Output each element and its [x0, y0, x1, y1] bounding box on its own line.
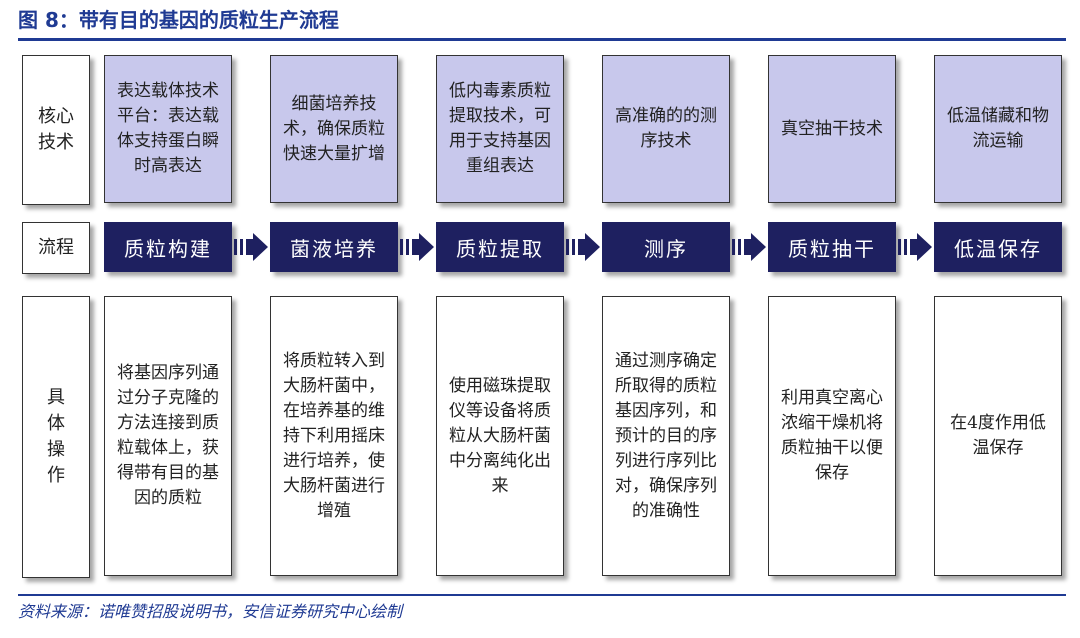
flow-label-6: 低温保存: [954, 236, 1042, 261]
flow-label-1: 质粒构建: [124, 236, 212, 261]
operation-text-3: 使用磁珠提取仪等设备将质粒从大肠杆菌中分离纯化出来: [449, 375, 551, 496]
tech-box-2: 细菌培养技术，确保质粒快速大量扩增: [270, 55, 398, 203]
tech-box-4: 高准确的的测序技术: [602, 55, 730, 203]
flow-step-4: 测序: [602, 222, 730, 272]
tech-text-6: 低温储藏和物流运输: [947, 106, 1049, 151]
top-divider: [18, 38, 1066, 41]
flow-arrow-icon: [898, 233, 932, 261]
flow-arrow-icon: [400, 233, 434, 261]
tech-box-3: 低内毒素质粒提取技术，可用于支持基因重组表达: [436, 55, 564, 203]
flow-arrow-icon: [566, 233, 600, 261]
flow-step-2: 菌液培养: [270, 222, 398, 272]
tech-box-1: 表达载体技术平台：表达载体支持蛋白瞬时高表达: [104, 55, 232, 203]
tech-box-5: 真空抽干技术: [768, 55, 896, 203]
operation-text-4: 通过测序确定所取得的质粒基因序列，和预计的目的序列进行序列比对，确保序列的准确性: [615, 350, 717, 521]
flow-step-1: 质粒构建: [104, 222, 232, 272]
row-label-operations: 具体操作: [22, 296, 90, 578]
figure-title: 图 8：带有目的基因的质粒生产流程: [18, 8, 339, 32]
flow-step-3: 质粒提取: [436, 222, 564, 272]
tech-text-3: 低内毒素质粒提取技术，可用于支持基因重组表达: [449, 81, 551, 176]
row-label-flow: 流程: [22, 222, 90, 274]
row-label-operations-text: 具体操作: [47, 387, 65, 486]
tech-text-1: 表达载体技术平台：表达载体支持蛋白瞬时高表达: [117, 81, 219, 176]
operation-box-3: 使用磁珠提取仪等设备将质粒从大肠杆菌中分离纯化出来: [436, 296, 564, 576]
source-note: 资料来源：诺唯赞招股说明书，安信证券研究中心绘制: [18, 602, 403, 621]
flow-step-6: 低温保存: [934, 222, 1062, 272]
operation-text-1: 将基因序列通过分子克隆的方法连接到质粒载体上，获得带有目的基因的质粒: [117, 363, 219, 508]
row-label-core-tech: 核心技术: [22, 55, 90, 205]
flow-label-5: 质粒抽干: [788, 236, 876, 261]
operation-text-6: 在4度作用低温保存: [950, 413, 1046, 458]
operation-box-1: 将基因序列通过分子克隆的方法连接到质粒载体上，获得带有目的基因的质粒: [104, 296, 232, 576]
tech-text-5: 真空抽干技术: [781, 118, 883, 139]
operation-box-5: 利用真空离心浓缩干燥机将质粒抽干以便保存: [768, 296, 896, 576]
operation-box-4: 通过测序确定所取得的质粒基因序列，和预计的目的序列进行序列比对，确保序列的准确性: [602, 296, 730, 576]
tech-box-6: 低温储藏和物流运输: [934, 55, 1062, 203]
row-label-core-tech-text: 核心技术: [38, 106, 74, 153]
flow-label-2: 菌液培养: [290, 236, 378, 261]
bottom-divider: [18, 594, 1066, 596]
operation-box-6: 在4度作用低温保存: [934, 296, 1062, 576]
flow-label-4: 测序: [644, 236, 688, 261]
tech-text-4: 高准确的的测序技术: [615, 106, 717, 151]
row-label-flow-text: 流程: [38, 237, 74, 258]
flow-step-5: 质粒抽干: [768, 222, 896, 272]
flow-label-3: 质粒提取: [456, 236, 544, 261]
flow-arrow-icon: [234, 233, 268, 261]
flow-arrow-icon: [732, 233, 766, 261]
tech-text-2: 细菌培养技术，确保质粒快速大量扩增: [283, 93, 385, 164]
operation-box-2: 将质粒转入到大肠杆菌中，在培养基的维持下利用摇床进行培养，使大肠杆菌进行增殖: [270, 296, 398, 576]
operation-text-2: 将质粒转入到大肠杆菌中，在培养基的维持下利用摇床进行培养，使大肠杆菌进行增殖: [283, 350, 385, 521]
operation-text-5: 利用真空离心浓缩干燥机将质粒抽干以便保存: [781, 388, 883, 483]
